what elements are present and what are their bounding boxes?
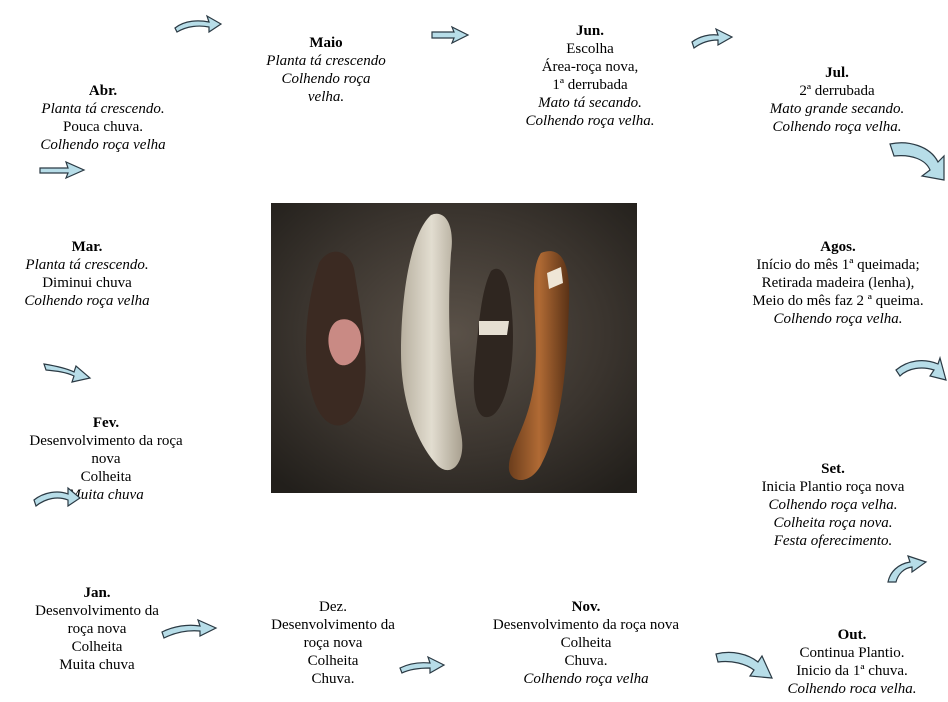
arrow-icon [690, 28, 734, 50]
month-line: Desenvolvimento da roça nova [468, 616, 704, 634]
month-line: Mato tá secando. [498, 94, 682, 112]
month-line: Muita chuva [16, 656, 178, 674]
month-line: Colhendo roça [236, 70, 416, 88]
month-nov: Nov. Desenvolvimento da roça nova Colhei… [468, 598, 704, 688]
month-line: Diminui chuva [2, 274, 172, 292]
month-name: Out. [760, 626, 944, 644]
month-name: Jul. [742, 64, 932, 82]
month-line: Colhendo roça velha [2, 292, 172, 310]
month-mar: Mar. Planta tá crescendo. Diminui chuva … [2, 238, 172, 310]
month-line: Colhendo roça velha. [742, 118, 932, 136]
month-dez: Dez. Desenvolvimento da roça nova Colhei… [252, 598, 414, 688]
month-name: Nov. [468, 598, 704, 616]
month-line: Planta tá crescendo. [12, 100, 194, 118]
arrow-icon [398, 656, 448, 676]
arrow-icon [38, 160, 88, 180]
month-line: Colhendo roça velha. [736, 496, 930, 514]
month-name: Maio [236, 34, 416, 52]
month-name: Abr. [12, 82, 194, 100]
month-jan: Jan. Desenvolvimento da roça nova Colhei… [16, 584, 178, 674]
arrow-icon [173, 14, 223, 34]
arrow-icon [894, 356, 948, 384]
month-line: Colheita [468, 634, 704, 652]
month-line: Inicia Plantio roça nova [736, 478, 930, 496]
cassava-photo [271, 203, 637, 493]
month-line: velha. [236, 88, 416, 106]
month-line: Continua Plantio. [760, 644, 944, 662]
month-line: Chuva. [468, 652, 704, 670]
arrow-icon [886, 138, 948, 184]
month-out: Out. Continua Plantio. Inicio da 1ª chuv… [760, 626, 944, 698]
month-name: Set. [736, 460, 930, 478]
month-line: Mato grande secando. [742, 100, 932, 118]
month-name: Jan. [16, 584, 178, 602]
month-line: roça nova [16, 620, 178, 638]
month-line: Colheita [16, 638, 178, 656]
month-line: Inicio da 1ª chuva. [760, 662, 944, 680]
arrow-icon [42, 360, 94, 384]
month-set: Set. Inicia Plantio roça nova Colhendo r… [736, 460, 930, 550]
month-agos: Agos. Início do mês 1ª queimada; Retirad… [732, 238, 944, 328]
month-line: nova [6, 450, 206, 468]
month-line: Colhendo roça velha. [498, 112, 682, 130]
month-name: Mar. [2, 238, 172, 256]
month-line: Planta tá crescendo. [2, 256, 172, 274]
arrow-icon [430, 26, 470, 44]
month-line: Desenvolvimento da [16, 602, 178, 620]
month-line: Escolha [498, 40, 682, 58]
month-name: Fev. [6, 414, 206, 432]
month-line: Meio do mês faz 2 ª queima. [732, 292, 944, 310]
month-line: Colhendo roça velha [12, 136, 194, 154]
month-maio: Maio Planta tá crescendo Colhendo roça v… [236, 34, 416, 106]
month-line: Chuva. [252, 670, 414, 688]
month-line: Retirada madeira (lenha), [732, 274, 944, 292]
arrow-icon [714, 648, 776, 682]
arrow-icon [32, 486, 82, 510]
month-line: Pouca chuva. [12, 118, 194, 136]
month-line: Colheita [252, 652, 414, 670]
month-jul: Jul. 2ª derrubada Mato grande secando. C… [742, 64, 932, 136]
month-line: Colhendo roça velha. [732, 310, 944, 328]
month-name: Agos. [732, 238, 944, 256]
month-line: Colheita roça nova. [736, 514, 930, 532]
month-line: 2ª derrubada [742, 82, 932, 100]
arrow-icon [160, 618, 220, 640]
month-name: Dez. [252, 598, 414, 616]
month-line: Desenvolvimento da roça [6, 432, 206, 450]
month-line: Festa oferecimento. [736, 532, 930, 550]
month-line: Área-roça nova, [498, 58, 682, 76]
month-line: Colhendo roça velha [468, 670, 704, 688]
month-line: Planta tá crescendo [236, 52, 416, 70]
month-line: Colhendo roca velha. [760, 680, 944, 698]
month-name: Jun. [498, 22, 682, 40]
month-line: roça nova [252, 634, 414, 652]
month-line: Colheita [6, 468, 206, 486]
month-jun: Jun. Escolha Área-roça nova, 1ª derrubad… [498, 22, 682, 130]
month-line: 1ª derrubada [498, 76, 682, 94]
month-abr: Abr. Planta tá crescendo. Pouca chuva. C… [12, 82, 194, 154]
month-line: Início do mês 1ª queimada; [732, 256, 944, 274]
arrow-icon [884, 554, 930, 584]
month-line: Desenvolvimento da [252, 616, 414, 634]
